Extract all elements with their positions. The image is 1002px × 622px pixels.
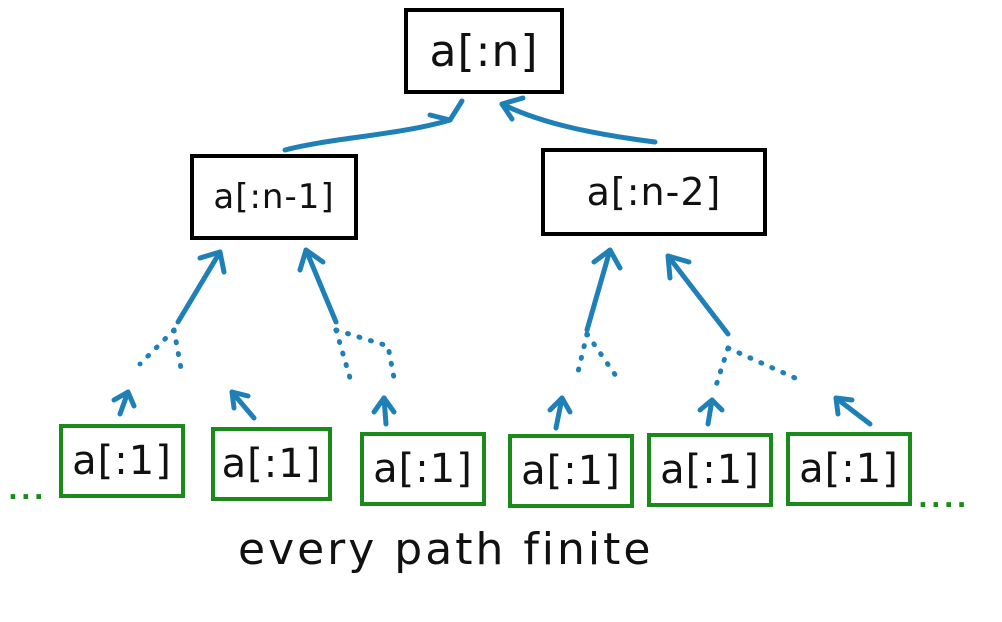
node-left: a[:n-1]: [190, 154, 358, 240]
arrow-to-right-node-b: [665, 253, 731, 337]
leaf-label: a[:1]: [373, 446, 473, 492]
node-right: a[:n-2]: [541, 148, 767, 236]
leaf-node: a[:1]: [360, 432, 486, 506]
arrow-from-leaf-1: [111, 389, 137, 417]
leaf-label: a[:1]: [72, 438, 172, 484]
leaf-label: a[:1]: [799, 446, 899, 492]
ellipsis-left: ...: [8, 476, 47, 506]
arrow-from-leaf-5: [697, 397, 725, 427]
arrow-from-leaf-6: [833, 395, 873, 427]
ellipsis-right: ....: [918, 484, 970, 514]
arrow-to-right-node-a: [584, 247, 623, 333]
arrow-from-leaf-3: [371, 395, 397, 427]
arrow-left-to-root: [282, 98, 465, 153]
leaf-node: a[:1]: [786, 432, 912, 506]
leaf-label: a[:1]: [221, 441, 322, 487]
arrow-from-leaf-4: [547, 395, 573, 431]
leaf-label: a[:1]: [660, 447, 760, 493]
dotted-paths: [137, 327, 807, 395]
node-root: a[:n]: [404, 8, 564, 94]
node-root-label: a[:n]: [429, 25, 539, 77]
arrow-to-left-node-a: [175, 249, 227, 325]
leaf-node: a[:1]: [211, 427, 332, 501]
node-right-label: a[:n-2]: [586, 170, 722, 214]
arrow-from-leaf-2: [229, 389, 257, 421]
leaf-label: a[:1]: [521, 448, 621, 494]
arrow-right-to-root: [499, 95, 658, 145]
leaf-node: a[:1]: [647, 433, 773, 507]
leaf-node: a[:1]: [508, 434, 634, 508]
node-left-label: a[:n-1]: [213, 177, 335, 217]
arrow-to-left-node-b: [297, 247, 339, 325]
leaf-node: a[:1]: [59, 424, 185, 498]
caption: every path finite: [238, 524, 654, 575]
